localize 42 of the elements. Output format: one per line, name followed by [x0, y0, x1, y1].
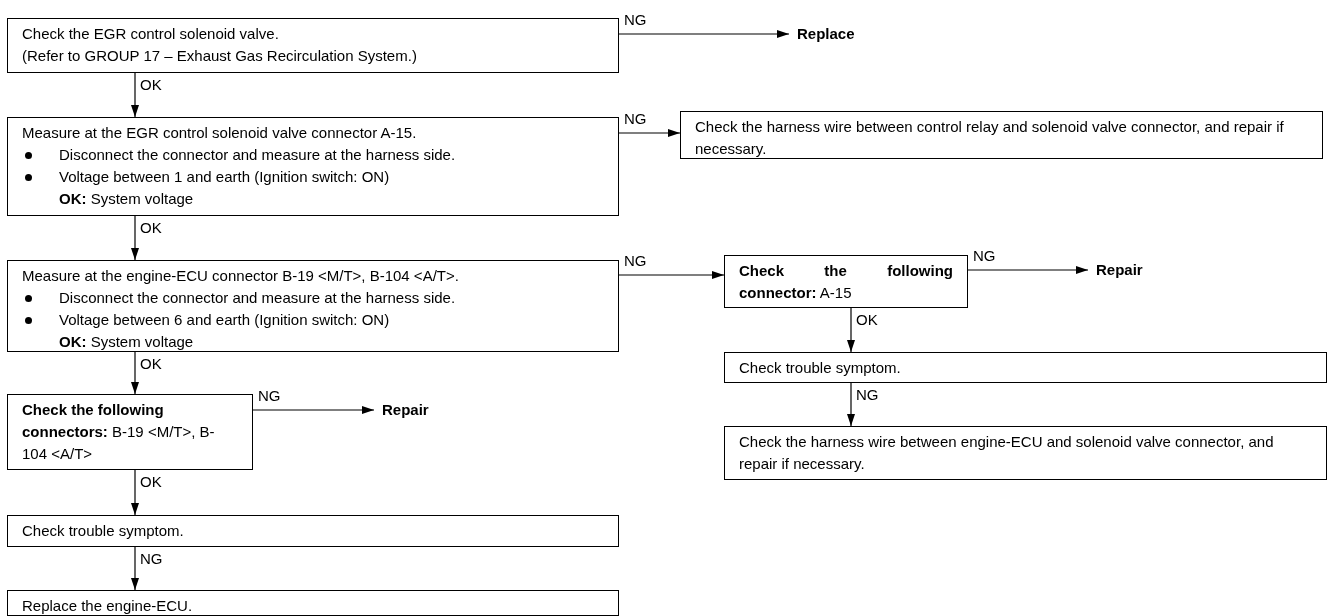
arrow [618, 30, 790, 38]
arrow [618, 129, 681, 137]
outcome-text: Repair [382, 399, 462, 421]
arrow [131, 546, 139, 591]
step-text: Check the harness wire between control relay and solenoid valve connector, and repair if necessary. [695, 117, 1285, 159]
arrow [131, 215, 139, 261]
step-text: OK: System voltage [58, 189, 195, 209]
step-text: Measure at the EGR control solenoid valve connector A-15. [22, 123, 418, 143]
step-text: Check the harness wire between engine-ECU and solenoid valve connector, and repair if necessary. [739, 432, 1275, 474]
process-box [7, 117, 619, 216]
process-box [680, 111, 1323, 159]
arrow [618, 271, 725, 279]
process-box [7, 515, 619, 547]
arrow [131, 351, 139, 395]
process-box [7, 590, 619, 616]
step-text: Measure at the engine-ECU connector B-19 <M/T>, B-104 <A/T>. [22, 266, 460, 286]
arrow [131, 72, 139, 118]
step-text: Voltage between 1 and earth (Ignition switch: ON) [59, 167, 390, 187]
step-text: (Refer to GROUP 17 – Exhaust Gas Recirculation System.) [22, 46, 418, 66]
process-box [7, 394, 253, 470]
arrow [252, 406, 375, 414]
arrow [847, 307, 855, 353]
process-box [724, 426, 1327, 480]
process-box [724, 255, 968, 308]
arrow [131, 469, 139, 516]
step-text: Voltage between 6 and earth (Ignition switch: ON) [59, 310, 390, 330]
step-text: Check trouble symptom. [22, 521, 185, 541]
process-box [724, 352, 1327, 383]
step-text: Check the following connectors: B-19 <M/T>, B-104 <A/T> [22, 400, 216, 464]
step-text: Check the EGR control solenoid valve. [22, 24, 280, 44]
step-text: Disconnect the connector and measure at the harness side. [59, 145, 456, 165]
outcome-text: Repair [1096, 259, 1176, 281]
step-text: Disconnect the connector and measure at the harness side. [59, 288, 456, 308]
step-text: OK: System voltage [58, 332, 195, 352]
process-box [7, 260, 619, 352]
arrow [847, 382, 855, 427]
step-text: Check the following connector: A-15 [739, 261, 953, 303]
step-text: Check trouble symptom. [739, 358, 902, 378]
step-text: Replace the engine-ECU. [22, 596, 194, 616]
arrow [967, 266, 1089, 274]
outcome-text: Replace [797, 23, 877, 45]
process-box [7, 18, 619, 73]
